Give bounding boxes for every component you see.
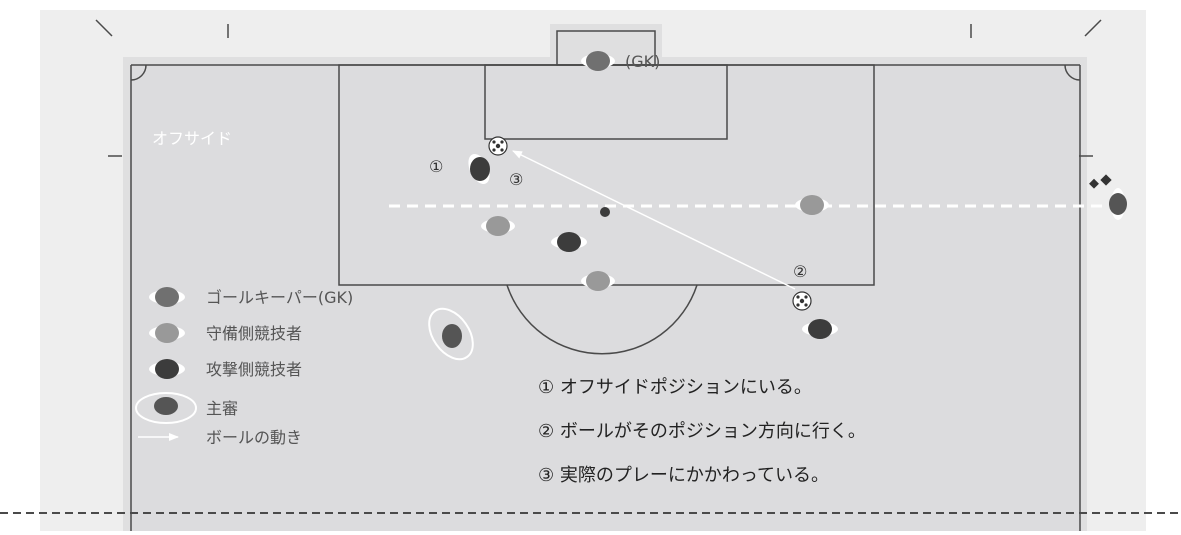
player-dot bbox=[600, 207, 610, 217]
attacker-player-offside bbox=[468, 154, 490, 184]
legend-ball-movement-label: ボールの動き bbox=[206, 428, 302, 447]
tick-top-left-diagonal bbox=[95, 19, 113, 37]
goalkeeper-label: (GK) bbox=[625, 52, 660, 71]
legend-defender-label: 守備側競技者 bbox=[206, 324, 302, 343]
attacker-player bbox=[551, 232, 587, 252]
legend-attacker-swatch bbox=[149, 359, 185, 379]
note-2: ② ボールがそのポジション方向に行く。 bbox=[538, 421, 866, 442]
corner-arc-right bbox=[1064, 64, 1081, 81]
corner-arc-left bbox=[130, 64, 147, 81]
ball-icon bbox=[792, 291, 812, 311]
legend-referee-label: 主審 bbox=[206, 399, 238, 418]
legend-goalkeeper-label: ゴールキーパー(GK) bbox=[206, 288, 353, 307]
ball-movement-arrow bbox=[512, 150, 796, 290]
marker-one: ① bbox=[429, 157, 443, 176]
pitch bbox=[131, 65, 1080, 531]
legend-defender-swatch bbox=[149, 323, 185, 343]
legend-attacker-label: 攻撃側競技者 bbox=[206, 360, 302, 379]
defender-player bbox=[581, 271, 615, 291]
field-label: オフサイド bbox=[152, 129, 232, 148]
tick-top-right-diagonal bbox=[1084, 19, 1102, 37]
referee-player bbox=[428, 307, 474, 361]
flag-icon bbox=[1100, 174, 1112, 186]
goalkeeper-player bbox=[581, 51, 615, 71]
penalty-arc bbox=[506, 284, 698, 355]
legend: ゴールキーパー(GK) 守備側競技者 攻撃側競技者 主審 ボールの動き bbox=[135, 287, 353, 447]
legend-referee-swatch bbox=[135, 392, 197, 424]
marker-two: ② bbox=[793, 262, 807, 281]
attacker-player bbox=[802, 319, 838, 339]
note-3: ③ 実際のプレーにかかわっている。 bbox=[538, 465, 829, 486]
defender-player bbox=[481, 216, 515, 236]
legend-goalkeeper-swatch bbox=[149, 287, 185, 307]
note-1: ① オフサイドポジションにいる。 bbox=[538, 377, 812, 398]
marker-three: ③ bbox=[509, 170, 523, 189]
assistant-referee bbox=[1089, 174, 1127, 220]
ball-icon bbox=[488, 136, 508, 156]
defender-player bbox=[795, 195, 829, 215]
